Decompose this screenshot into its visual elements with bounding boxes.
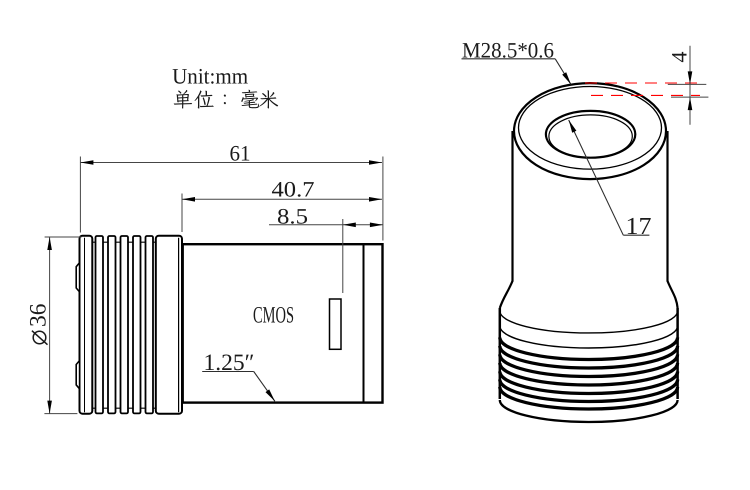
svg-text:Unit:mm: Unit:mm bbox=[172, 63, 248, 88]
svg-text:8.5: 8.5 bbox=[277, 204, 308, 229]
svg-text:40.7: 40.7 bbox=[272, 176, 315, 201]
svg-text:M28.5*0.6: M28.5*0.6 bbox=[462, 37, 554, 62]
svg-text:61: 61 bbox=[230, 140, 251, 165]
svg-text:1.25″: 1.25″ bbox=[204, 350, 255, 376]
svg-text:36: 36 bbox=[25, 303, 51, 327]
svg-text:CMOS: CMOS bbox=[253, 302, 294, 328]
svg-text:4: 4 bbox=[667, 52, 692, 63]
